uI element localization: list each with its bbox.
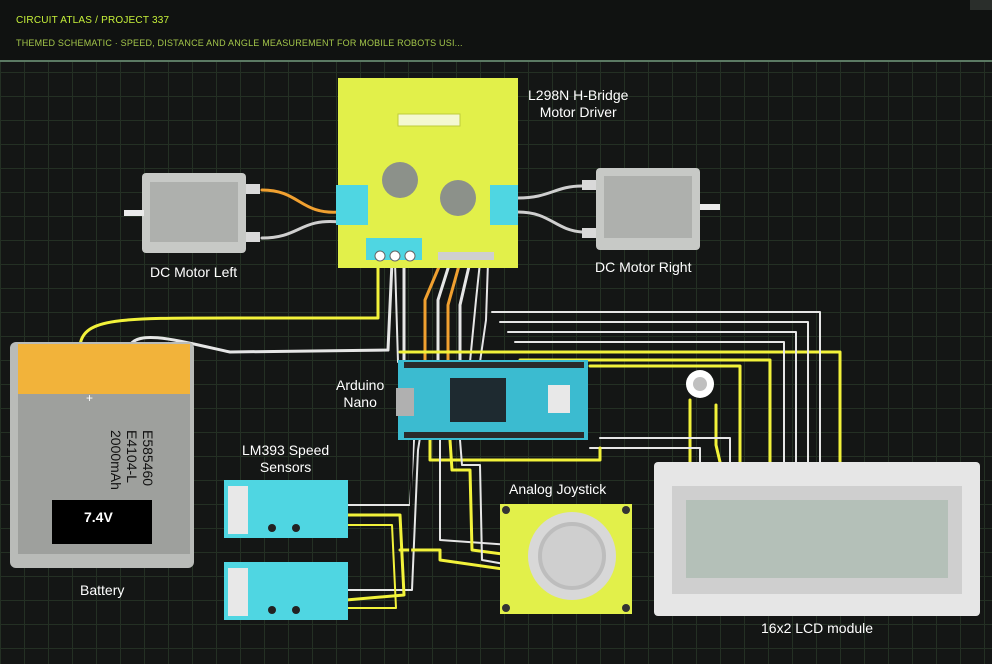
lcd-module[interactable] (654, 462, 980, 616)
wire-lcd-vcc[interactable] (398, 350, 842, 464)
lm393-sensor-top[interactable] (224, 480, 348, 538)
label-lm393-line1: LM393 Speed (242, 442, 330, 458)
wire-lcd-d4[interactable] (507, 331, 797, 463)
wire-battery-positive[interactable] (78, 260, 380, 347)
label-lm393-line2: Sensors (259, 459, 312, 475)
battery-print-line1: E585460 (140, 430, 156, 487)
wire-lcd-d6[interactable] (518, 358, 772, 464)
wire-lcd-d7[interactable] (588, 364, 742, 464)
wires (78, 184, 842, 609)
label-arduino: Arduino Nano (336, 377, 384, 411)
battery-print-line2: E4104-L (124, 430, 140, 483)
wire-in2[interactable] (436, 260, 452, 364)
wire-in3[interactable] (446, 260, 462, 364)
svg-text:+: + (86, 391, 93, 405)
wire-motor-left-b[interactable] (260, 219, 342, 240)
wire-nano-gnd-bottom[interactable] (428, 438, 602, 462)
battery-voltage: 7.4V (84, 509, 113, 525)
wire-motor-right-a[interactable] (516, 184, 584, 200)
wire-in4[interactable] (458, 260, 472, 364)
wire-pot-b[interactable] (714, 403, 722, 464)
label-l298n: L298N H-Bridge Motor Driver (528, 87, 628, 121)
wire-driver-gnd[interactable] (394, 261, 399, 363)
schematic-canvas: + (10, 78, 980, 620)
wire-lcd-k[interactable] (589, 447, 701, 463)
potentiometer[interactable] (686, 370, 714, 398)
page-header: CIRCUIT ATLAS / PROJECT 337 THEMED SCHEM… (0, 0, 992, 62)
arduino-nano[interactable] (396, 360, 588, 440)
motor-right[interactable] (582, 168, 720, 250)
wire-enb[interactable] (479, 261, 489, 363)
label-joystick: Analog Joystick (509, 481, 607, 497)
lm393-sensor-bottom[interactable] (224, 562, 348, 620)
wire-ena[interactable] (469, 261, 481, 363)
analog-joystick[interactable] (500, 504, 632, 614)
wire-lcd-e[interactable] (499, 321, 809, 463)
label-arduino-line2: Nano (343, 394, 377, 410)
wire-joystick-sw[interactable] (459, 439, 511, 566)
label-battery: Battery (80, 582, 125, 598)
wire-joystick-vry[interactable] (448, 438, 512, 557)
l298n-driver[interactable] (336, 78, 518, 268)
motor-left[interactable] (124, 173, 260, 253)
wire-lcd-d5[interactable] (514, 341, 785, 463)
wire-in1[interactable] (423, 260, 443, 364)
battery-print: E585460 E4104-L 2000mAh (80, 430, 156, 506)
wire-sensor-gnd[interactable] (345, 524, 397, 609)
page-subtitle: THEMED SCHEMATIC · SPEED, DISTANCE AND A… (16, 38, 463, 48)
label-arduino-line1: Arduino (336, 377, 385, 393)
wire-joystick-vcc[interactable] (398, 548, 512, 572)
label-motor-right: DC Motor Right (595, 259, 692, 275)
window-corner (970, 0, 992, 10)
battery-print-line3: 2000mAh (108, 430, 124, 490)
wire-motor-right-b[interactable] (516, 210, 584, 234)
wire-joystick-vrx[interactable] (439, 439, 511, 546)
label-lcd: 16x2 LCD module (761, 620, 874, 636)
wire-lcd-gnd[interactable] (599, 437, 731, 463)
label-l298n-line2: Motor Driver (539, 104, 617, 120)
label-motor-left: DC Motor Left (150, 264, 238, 280)
wire-lcd-rs[interactable] (491, 311, 821, 463)
wire-sensor-vcc[interactable] (344, 513, 406, 602)
wire-battery-negative[interactable] (128, 260, 394, 354)
breadcrumb[interactable]: CIRCUIT ATLAS / PROJECT 337 (16, 15, 170, 26)
wire-motor-left-a[interactable] (260, 188, 342, 214)
battery[interactable]: + (10, 342, 194, 568)
label-lm393: LM393 Speed Sensors (242, 442, 329, 476)
label-l298n-line1: L298N H-Bridge (528, 87, 629, 103)
